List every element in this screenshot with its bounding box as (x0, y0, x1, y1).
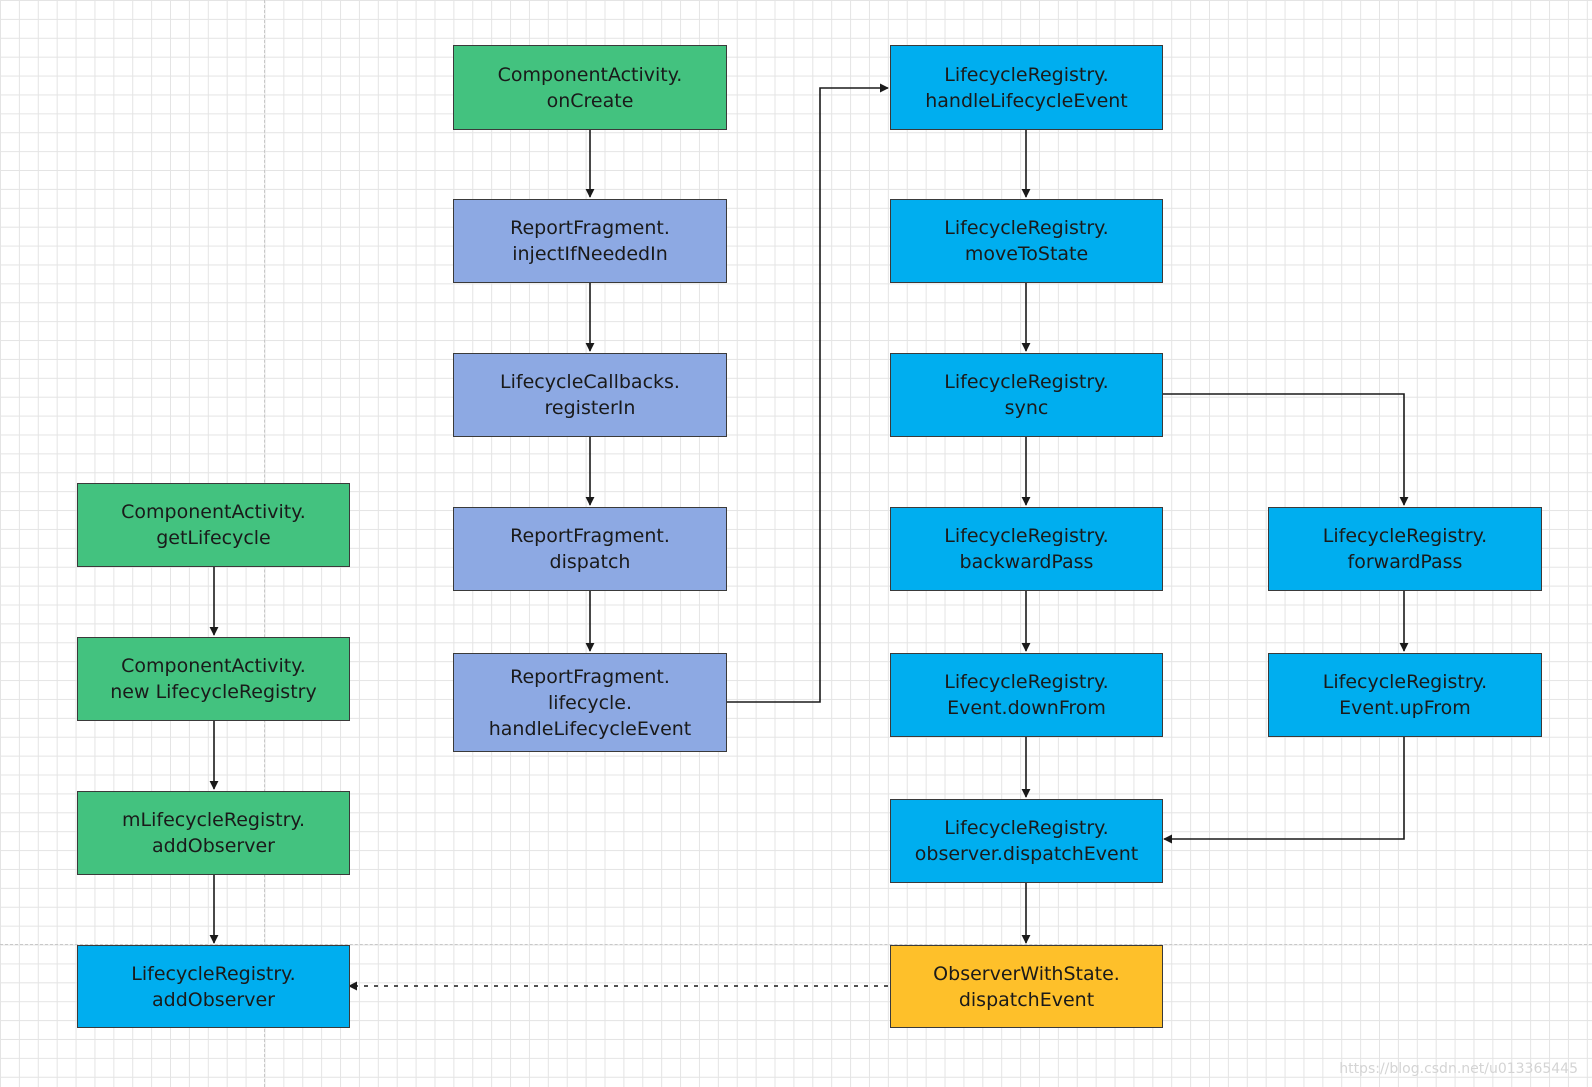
node-label: LifecycleRegistry. addObserver (131, 962, 296, 1011)
node-report-fragment-handle: ReportFragment. lifecycle. handleLifecyc… (453, 653, 727, 752)
node-label: LifecycleRegistry. backwardPass (944, 525, 1109, 573)
node-observer-with-state-dispatch: ObserverWithState. dispatchEvent (890, 945, 1163, 1028)
node-label: LifecycleRegistry. Event.upFrom (1322, 671, 1488, 719)
node-registry-sync: LifecycleRegistry. sync (890, 353, 1163, 437)
node-label: ComponentActivity. getLifecycle (121, 501, 306, 549)
node-label: LifecycleRegistry. handleLifecycleEvent (925, 63, 1128, 112)
node-registry-event-down-from: LifecycleRegistry. Event.downFrom (890, 653, 1163, 737)
node-report-fragment-inject: ReportFragment. injectIfNeededIn (453, 199, 727, 283)
node-label: ComponentActivity. new LifecycleRegistry (110, 655, 317, 703)
node-registry-event-up-from: LifecycleRegistry. Event.upFrom (1268, 653, 1542, 737)
node-label: ComponentActivity. onCreate (497, 63, 683, 112)
node-label: ReportFragment. lifecycle. handleLifecyc… (488, 665, 692, 740)
node-component-activity-new-registry: ComponentActivity. new LifecycleRegistry (77, 637, 350, 721)
edge-handle-to-registry-handle (727, 83, 889, 703)
node-label: ReportFragment. dispatch (510, 525, 670, 573)
node-label: LifecycleRegistry. observer.dispatchEven… (914, 817, 1139, 865)
node-report-fragment-dispatch: ReportFragment. dispatch (453, 507, 727, 591)
node-label: LifecycleCallbacks. registerIn (500, 371, 680, 419)
node-label: LifecycleRegistry. moveToState (944, 217, 1109, 265)
node-registry-move-to-state: LifecycleRegistry. moveToState (890, 199, 1163, 283)
node-component-activity-get-lifecycle: ComponentActivity. getLifecycle (77, 483, 350, 567)
node-label: LifecycleRegistry. Event.downFrom (944, 671, 1109, 719)
node-label: mLifecycleRegistry. addObserver (122, 809, 305, 857)
watermark: https://blog.csdn.net/u013365445 (1339, 1061, 1578, 1077)
node-label: LifecycleRegistry. forwardPass (1322, 525, 1488, 573)
node-registry-handle-event: LifecycleRegistry. handleLifecycleEvent (890, 45, 1163, 130)
node-label: ObserverWithState. dispatchEvent (933, 962, 1120, 1011)
node-lifecycle-callbacks-register: LifecycleCallbacks. registerIn (453, 353, 727, 437)
edge-sync-to-forward (1163, 393, 1409, 506)
node-mregistry-add-observer: mLifecycleRegistry. addObserver (77, 791, 350, 875)
node-label: LifecycleRegistry. sync (944, 371, 1109, 419)
node-registry-observer-dispatch: LifecycleRegistry. observer.dispatchEven… (890, 799, 1163, 883)
node-registry-add-observer: LifecycleRegistry. addObserver (77, 945, 350, 1028)
node-label: ReportFragment. injectIfNeededIn (510, 217, 670, 265)
edge-upfrom-to-observer (1163, 737, 1405, 844)
node-component-activity-oncreate: ComponentActivity. onCreate (453, 45, 727, 130)
node-registry-forward-pass: LifecycleRegistry. forwardPass (1268, 507, 1542, 591)
node-registry-backward-pass: LifecycleRegistry. backwardPass (890, 507, 1163, 591)
horizontal-guide-line (0, 944, 1592, 945)
